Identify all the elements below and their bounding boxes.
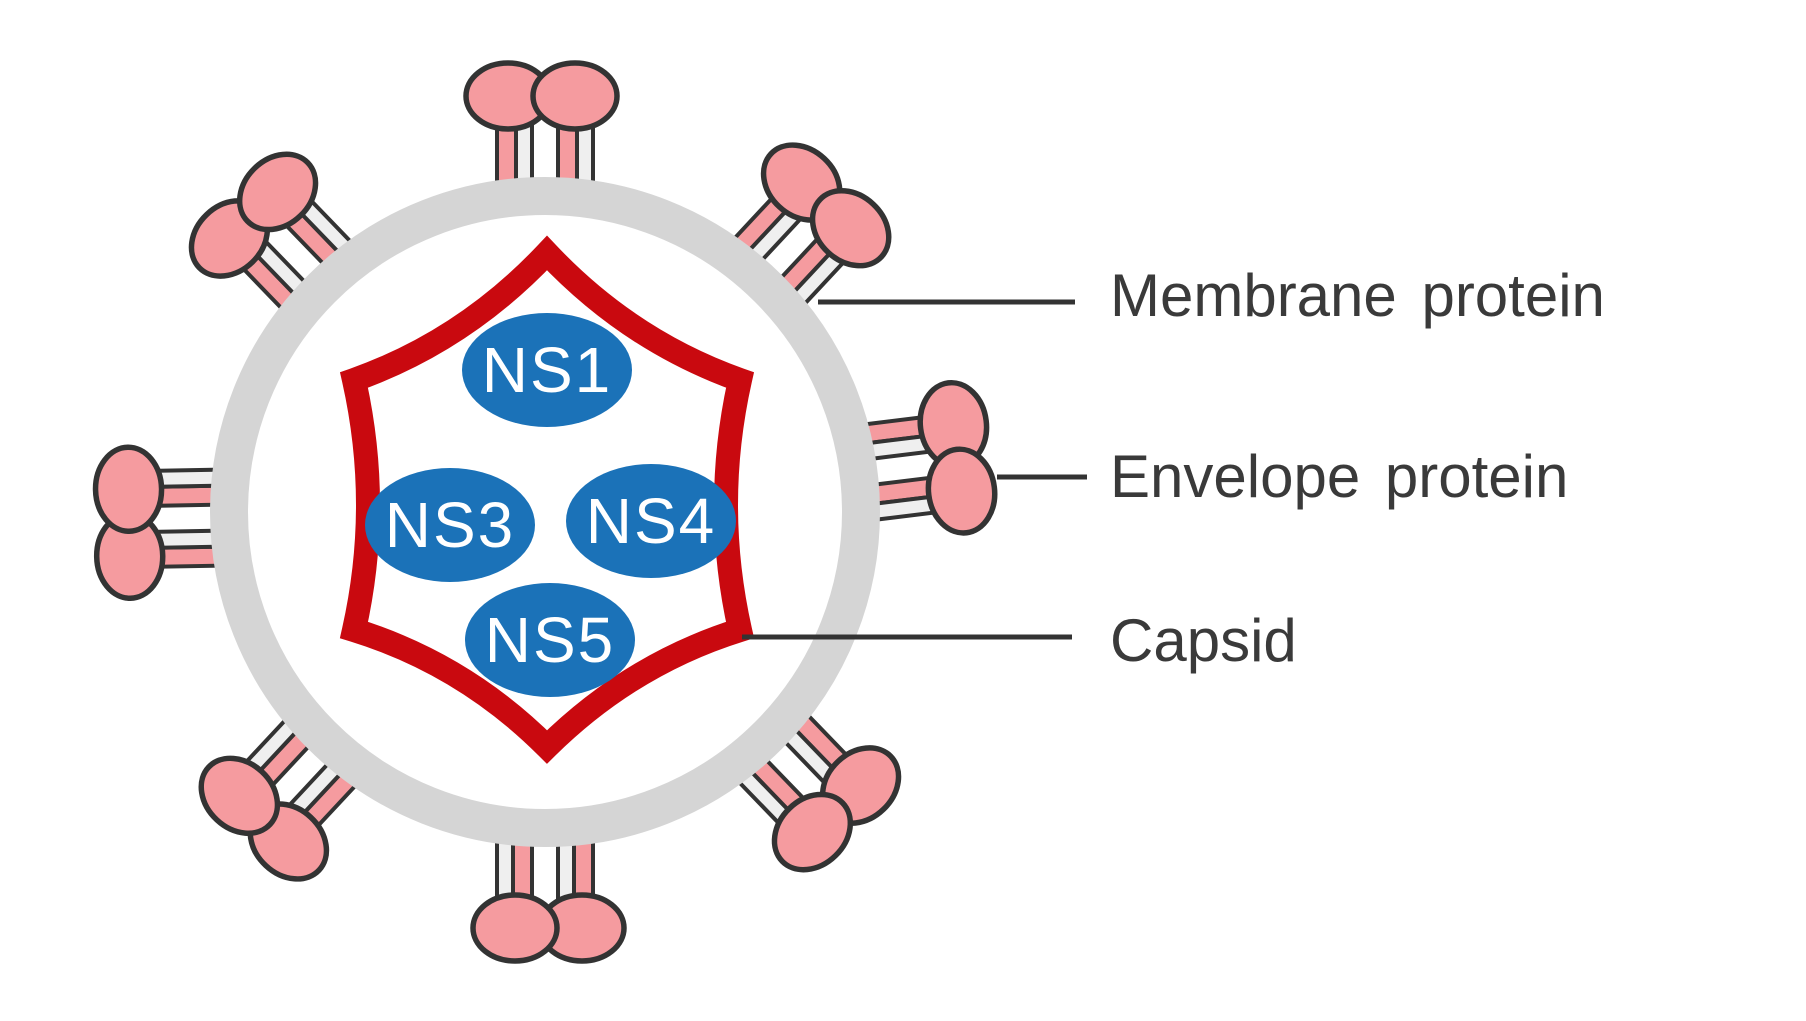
annotation-labels: Membrane protein Envelope protein Capsid xyxy=(1110,262,1605,674)
spike-head xyxy=(236,151,319,233)
spike-head xyxy=(198,755,281,836)
ns-protein-ns4: NS4 xyxy=(566,464,736,578)
spike-head xyxy=(925,446,998,536)
envelope-spike xyxy=(729,706,902,873)
capsid-label: Capsid xyxy=(1110,607,1297,674)
ns-protein-ns5: NS5 xyxy=(465,583,635,697)
envelope-spike xyxy=(470,830,627,964)
leader-lines xyxy=(742,299,1087,640)
spike-head xyxy=(771,791,854,873)
capsid-outline xyxy=(339,235,755,764)
ns-protein-label: NS4 xyxy=(586,485,717,557)
envelope-spikes xyxy=(92,60,998,964)
ns-protein-oval xyxy=(365,468,535,582)
ns-protein-label: NS3 xyxy=(385,489,516,561)
spike-head xyxy=(809,188,892,269)
spike-head xyxy=(92,444,165,535)
ns-protein-ns1: NS1 xyxy=(462,313,632,427)
membrane-protein-label: Membrane protein xyxy=(1110,262,1605,329)
envelope-spike xyxy=(725,142,892,314)
ns-protein-oval xyxy=(462,313,632,427)
ns-protein-ns3: NS3 xyxy=(365,468,535,582)
envelope-spike xyxy=(92,444,228,602)
spike-head xyxy=(530,60,620,132)
envelope-protein-label: Envelope protein xyxy=(1110,443,1568,510)
spike-head xyxy=(470,892,560,964)
envelope-spike xyxy=(463,60,620,194)
ns-protein-label: NS5 xyxy=(485,604,616,676)
envelope-spike xyxy=(188,151,361,318)
ns-protein-oval xyxy=(465,583,635,697)
ns-protein-oval xyxy=(566,464,736,578)
ns-protein-label: NS1 xyxy=(482,334,613,406)
envelope-spike xyxy=(198,710,365,882)
